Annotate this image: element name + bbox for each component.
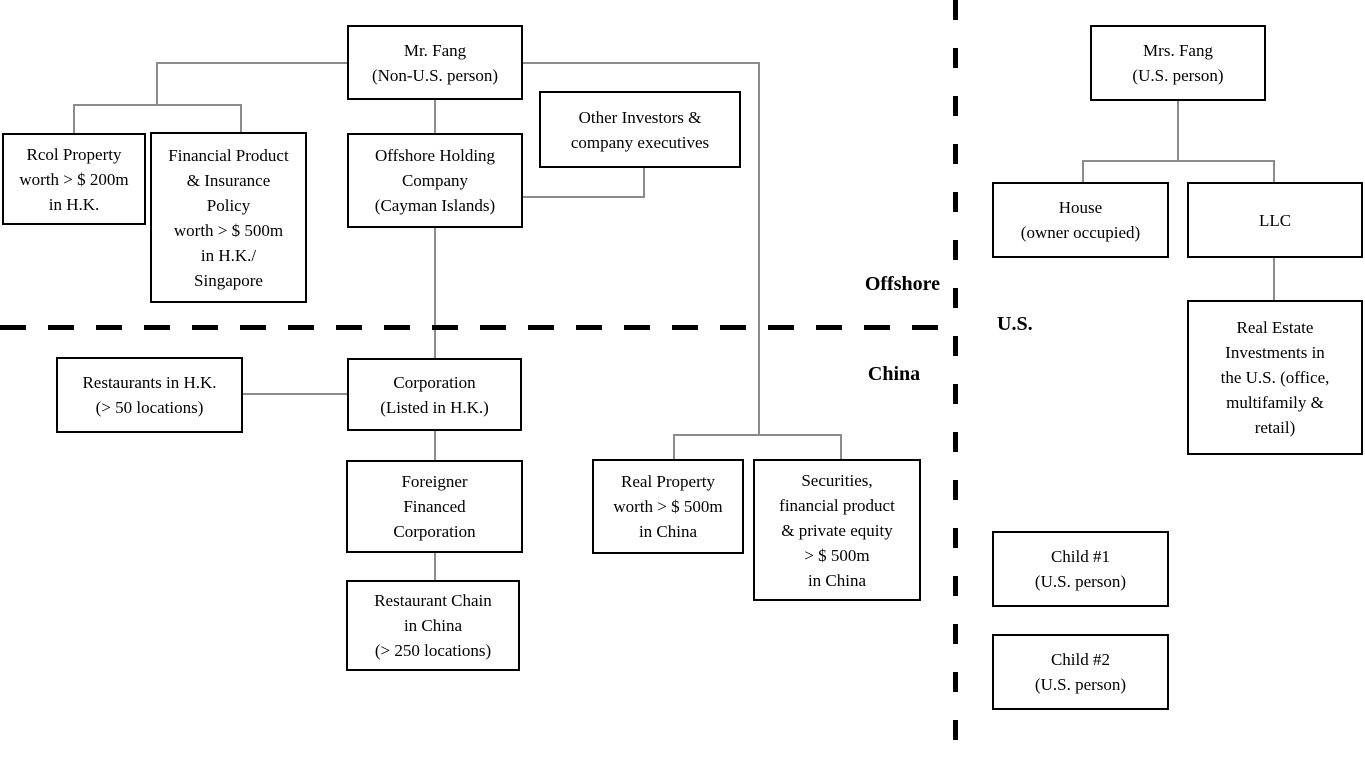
- node-rcol-property-label: Rcol Property worth > $ 200m in H.K.: [19, 144, 129, 214]
- node-financial-product-label: Financial Product & Insurance Policy wor…: [168, 145, 289, 290]
- connector-rcol-stub: [73, 104, 75, 134]
- node-real-estate-label: Real Estate Investments in the U.S. (off…: [1220, 318, 1330, 437]
- node-restaurant-chain: Restaurant Chain in China (> 250 locatio…: [346, 580, 520, 671]
- connector-otherinvestors-h: [523, 196, 645, 198]
- connector-mrsfang-bar: [1082, 160, 1275, 162]
- region-label-china: China: [858, 363, 930, 385]
- node-corporation: Corporation (Listed in H.K.): [347, 358, 522, 431]
- node-house: House (owner occupied): [992, 182, 1169, 258]
- connector-foreigner-restaurantchain: [434, 553, 436, 581]
- connector-financial-stub: [240, 104, 242, 133]
- us-divider: [953, 0, 958, 761]
- connector-house-stub: [1082, 160, 1084, 183]
- node-financial-product: Financial Product & Insurance Policy wor…: [150, 132, 307, 303]
- connector-china-assets-bar: [673, 434, 842, 436]
- node-offshore-holding: Offshore Holding Company (Cayman Islands…: [347, 133, 523, 228]
- connector-offshoreholding-corporation: [434, 228, 436, 359]
- connector-mrfang-right-h: [523, 62, 760, 64]
- connector-mrfang-left-v: [156, 62, 158, 105]
- node-mrs-fang-label: Mrs. Fang (U.S. person): [1132, 41, 1224, 85]
- offshore-china-divider: [0, 325, 958, 330]
- node-restaurants-hk: Restaurants in H.K. (> 50 locations): [56, 357, 243, 433]
- node-house-label: House (owner occupied): [1020, 198, 1141, 242]
- connector-china-assets-v: [758, 62, 760, 436]
- connector-mrfang-offshoreholding: [434, 100, 436, 134]
- node-child-1-label: Child #1 (U.S. person): [1034, 547, 1127, 591]
- node-llc-label: LLC: [1258, 210, 1292, 230]
- node-foreigner-financed: Foreigner Financed Corporation: [346, 460, 523, 553]
- node-offshore-holding-label: Offshore Holding Company (Cayman Islands…: [374, 146, 496, 215]
- node-child-2-label: Child #2 (U.S. person): [1034, 650, 1127, 694]
- node-corporation-label: Corporation (Listed in H.K.): [380, 372, 489, 417]
- connector-mrsfang-v: [1177, 101, 1179, 161]
- node-rcol-property: Rcol Property worth > $ 200m in H.K.: [2, 133, 146, 225]
- connector-llc-realestate: [1273, 258, 1275, 301]
- connector-securities-stub: [840, 434, 842, 460]
- node-securities: Securities, financial product & private …: [753, 459, 921, 601]
- node-securities-label: Securities, financial product & private …: [779, 470, 895, 590]
- node-real-property: Real Property worth > $ 500m in China: [592, 459, 744, 554]
- node-child-2: Child #2 (U.S. person): [992, 634, 1169, 710]
- connector-mrfang-left-h: [156, 62, 347, 64]
- region-label-us-text: U.S.: [997, 313, 1033, 335]
- node-mr-fang: Mr. Fang (Non-U.S. person): [347, 25, 523, 100]
- node-mrs-fang: Mrs. Fang (U.S. person): [1090, 25, 1266, 101]
- region-label-offshore: Offshore: [798, 273, 940, 295]
- connector-left-bar: [73, 104, 242, 106]
- region-label-offshore-text: Offshore: [864, 273, 940, 295]
- node-foreigner-financed-label: Foreigner Financed Corporation: [393, 472, 476, 541]
- node-restaurants-hk-label: Restaurants in H.K. (> 50 locations): [82, 373, 217, 417]
- region-label-us: U.S.: [997, 313, 1033, 335]
- node-llc: LLC: [1187, 182, 1363, 258]
- connector-restaurants-corporation: [243, 393, 348, 395]
- connector-otherinvestors-v: [643, 168, 645, 198]
- node-child-1: Child #1 (U.S. person): [992, 531, 1169, 607]
- connector-corporation-foreigner: [434, 431, 436, 461]
- connector-realproperty-stub: [673, 434, 675, 460]
- node-mr-fang-label: Mr. Fang (Non-U.S. person): [371, 40, 499, 85]
- node-restaurant-chain-label: Restaurant Chain in China (> 250 locatio…: [374, 591, 492, 660]
- region-label-china-text: China: [867, 363, 921, 385]
- node-real-estate: Real Estate Investments in the U.S. (off…: [1187, 300, 1363, 455]
- node-other-investors-label: Other Investors & company executives: [570, 107, 710, 152]
- node-other-investors: Other Investors & company executives: [539, 91, 741, 168]
- node-real-property-label: Real Property worth > $ 500m in China: [613, 472, 723, 541]
- connector-llc-stub: [1273, 160, 1275, 183]
